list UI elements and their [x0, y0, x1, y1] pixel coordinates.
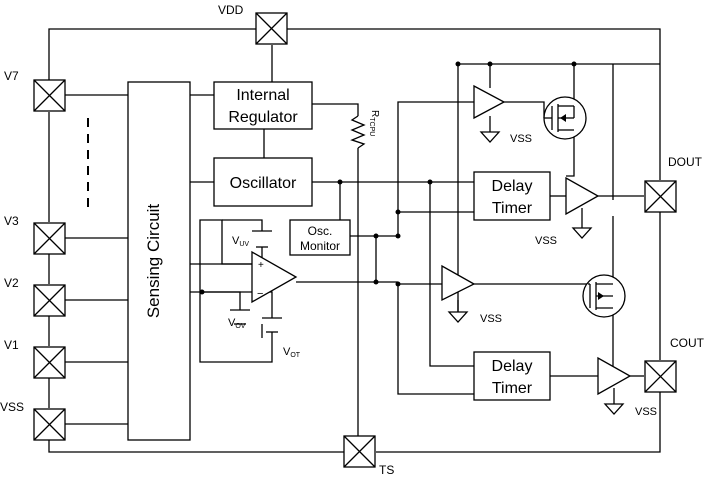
- delay-timer-top-label-line2: Timer: [492, 200, 533, 217]
- osc-monitor-label-line1: Osc.: [308, 224, 333, 238]
- osc-monitor-label-line2: Monitor: [300, 239, 340, 253]
- pin-v1: [33, 346, 66, 379]
- comparator-symbol: + −: [251, 250, 298, 304]
- comparator-minus-label: −: [257, 288, 263, 300]
- pin-v3: [33, 222, 66, 255]
- pin-label-v7: V7: [4, 69, 19, 83]
- wiring: [48, 28, 661, 453]
- pin-vdd: [255, 12, 288, 45]
- sensing-circuit-label: Sensing Circuit: [144, 204, 163, 319]
- vuv-label: VUV: [232, 235, 249, 248]
- internal-regulator-label-line2: Regulator: [228, 109, 298, 126]
- oscillator-block: Oscillator: [213, 157, 313, 207]
- internal-regulator-block: Internal Regulator: [213, 81, 313, 130]
- osc-monitor-block: Osc. Monitor: [289, 219, 351, 256]
- pin-label-vss: VSS: [0, 400, 24, 414]
- delay-timer-bottom-label-line1: Delay: [492, 358, 533, 375]
- junction-dots: [199, 61, 577, 295]
- sensing-circuit-block: Sensing Circuit: [127, 81, 191, 441]
- buffer-top: [473, 84, 506, 120]
- delay-timer-bottom-label-line2: Timer: [492, 380, 533, 397]
- pin-v7: [33, 79, 66, 112]
- nmos-transistor-cout: [582, 274, 626, 318]
- vov-reference: VOV: [228, 309, 250, 330]
- pin-cout: [644, 360, 677, 393]
- ground-symbols: [447, 131, 625, 415]
- resistor-label: RTCPU: [368, 110, 380, 136]
- pin-label-cout: COUT: [670, 336, 705, 350]
- internal-regulator-label-line1: Internal: [236, 87, 289, 104]
- pin-label-v3: V3: [4, 214, 19, 228]
- vss-label-top-buffer: VSS: [510, 133, 532, 145]
- pin-dout: [644, 180, 677, 213]
- vov-label: VOV: [228, 317, 246, 330]
- pin-label-ts: TS: [379, 463, 394, 477]
- vss-label-mid-buffer: VSS: [480, 313, 502, 325]
- pmos-transistor-top: [543, 96, 587, 140]
- delay-timer-top-label-line1: Delay: [492, 178, 533, 195]
- resistor-rtcpu: RTCPU: [350, 110, 380, 149]
- pin-label-dout: DOUT: [668, 155, 703, 169]
- buffer-cout: [597, 356, 632, 396]
- vuv-reference: VUV: [232, 230, 272, 248]
- buffer-dout: [565, 176, 600, 216]
- vot-reference: VOT: [262, 317, 301, 359]
- pin-label-v2: V2: [4, 276, 19, 290]
- delay-timer-top-block: Delay Timer: [473, 171, 551, 221]
- delay-timer-bottom-block: Delay Timer: [473, 351, 551, 401]
- vss-label-cout-buffer: VSS: [635, 406, 657, 418]
- buffer-mid: [441, 264, 476, 302]
- pin-v2: [33, 284, 66, 317]
- oscillator-label: Oscillator: [230, 175, 297, 192]
- pin-label-v1: V1: [4, 338, 19, 352]
- pin-ts: [343, 435, 376, 468]
- vot-label: VOT: [283, 346, 301, 359]
- pin-label-vdd: VDD: [218, 3, 244, 17]
- pin-vss: [33, 408, 66, 441]
- vss-label-dout-buffer: VSS: [535, 235, 557, 247]
- comparator-plus-label: +: [258, 260, 264, 271]
